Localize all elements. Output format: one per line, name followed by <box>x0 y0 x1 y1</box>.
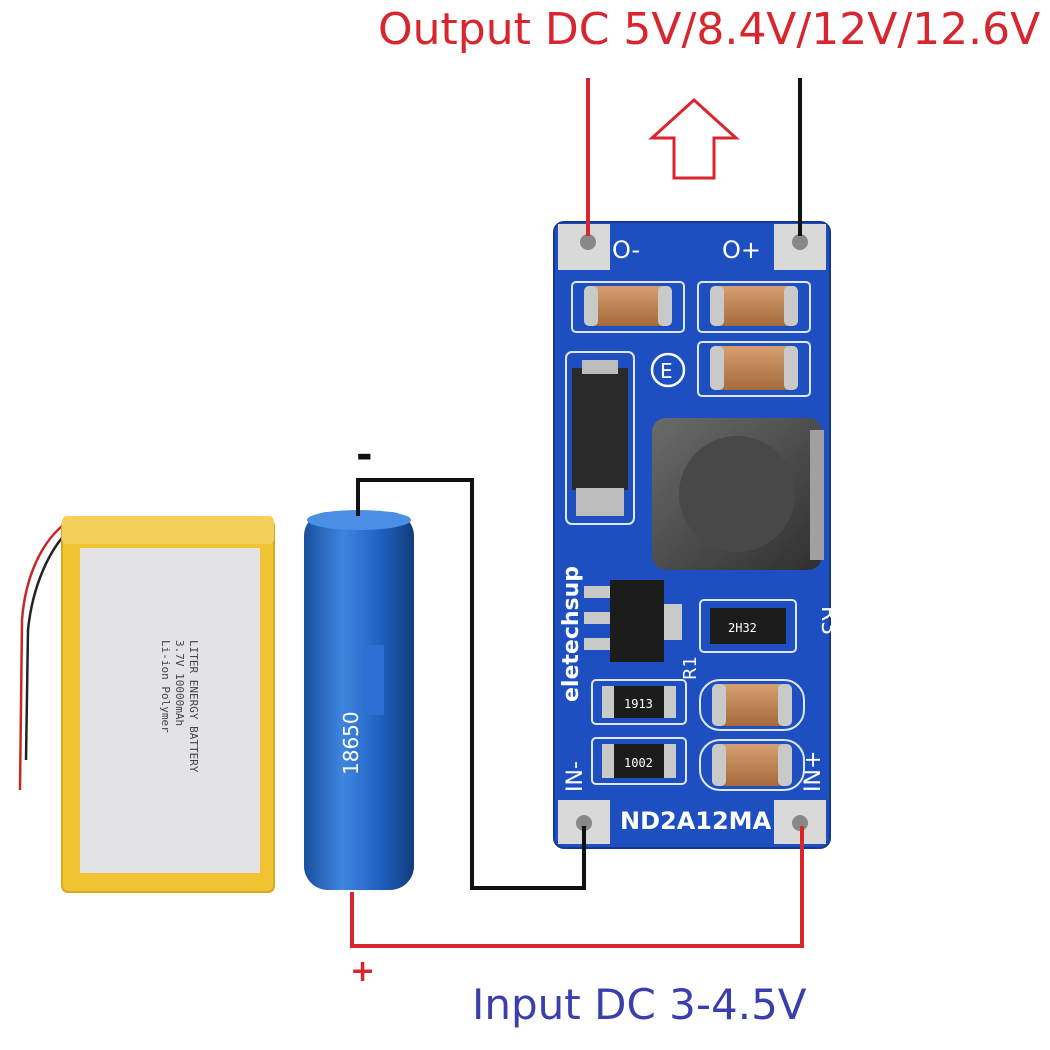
ref-r3: R3 <box>816 606 841 635</box>
cell-top-cap <box>307 510 411 530</box>
lipo-line-1: LITER ENERGY BATTERY <box>187 640 200 773</box>
model-label: ND2A12MA <box>620 807 772 835</box>
pcb-module: O- O+ IN- IN+ <box>553 221 841 849</box>
input-voltage-label: Input DC 3-4.5V <box>472 980 807 1029</box>
battery-minus-sign: - <box>356 432 373 478</box>
capacitor-bottom-upper <box>699 679 805 731</box>
pad-label-out-plus: O+ <box>722 236 761 264</box>
diode <box>565 351 635 525</box>
svg-text:E: E <box>660 359 673 383</box>
resistor-r2-code: 1002 <box>624 756 653 770</box>
lipo-line-2: 3.7V 10000mAh <box>173 640 186 726</box>
ic-regulator <box>584 580 682 662</box>
resistor-r1: 1913 <box>591 679 687 725</box>
wire-input-red <box>350 826 804 948</box>
capacitor-middle <box>697 341 811 397</box>
brand-text: eletechsup <box>559 566 584 702</box>
cell-18650: 18650 <box>304 510 414 890</box>
cell-body <box>304 512 414 890</box>
capacitor-top-right <box>697 281 811 333</box>
wire-input-black <box>356 478 586 890</box>
lipo-line-3: Li-ion Polymer <box>159 640 172 733</box>
lipo-top-tab <box>62 516 274 544</box>
resistor-r3: 2H32 <box>699 599 797 653</box>
pad-out-minus <box>558 224 610 270</box>
output-arrow-icon <box>648 97 740 180</box>
logo-mark: E <box>650 352 686 388</box>
resistor-r1-code: 1913 <box>624 697 653 711</box>
resistor-r2: 1002 <box>591 737 687 785</box>
battery-plus-sign: + <box>350 954 376 989</box>
capacitor-bottom-lower <box>699 739 805 791</box>
resistor-r3-code: 2H32 <box>728 621 757 635</box>
capacitor-top-left <box>571 281 685 333</box>
pad-label-in-plus: IN+ <box>801 751 826 792</box>
lipo-battery: LITER ENERGY BATTERY 3.7V 10000mAh Li-io… <box>18 516 275 893</box>
lipo-lead-red <box>18 518 71 791</box>
cell-label-patch <box>362 645 384 715</box>
lipo-label-text: LITER ENERGY BATTERY 3.7V 10000mAh Li-io… <box>159 640 200 773</box>
ref-r1: R1 <box>680 656 701 680</box>
cell-label: 18650 <box>339 711 363 775</box>
output-voltage-label: Output DC 5V/8.4V/12V/12.6V <box>378 4 1041 55</box>
lipo-label <box>80 548 260 873</box>
pad-label-out-minus: O- <box>612 236 640 264</box>
pad-label-in-minus: IN- <box>563 761 588 792</box>
inductor <box>652 418 824 570</box>
